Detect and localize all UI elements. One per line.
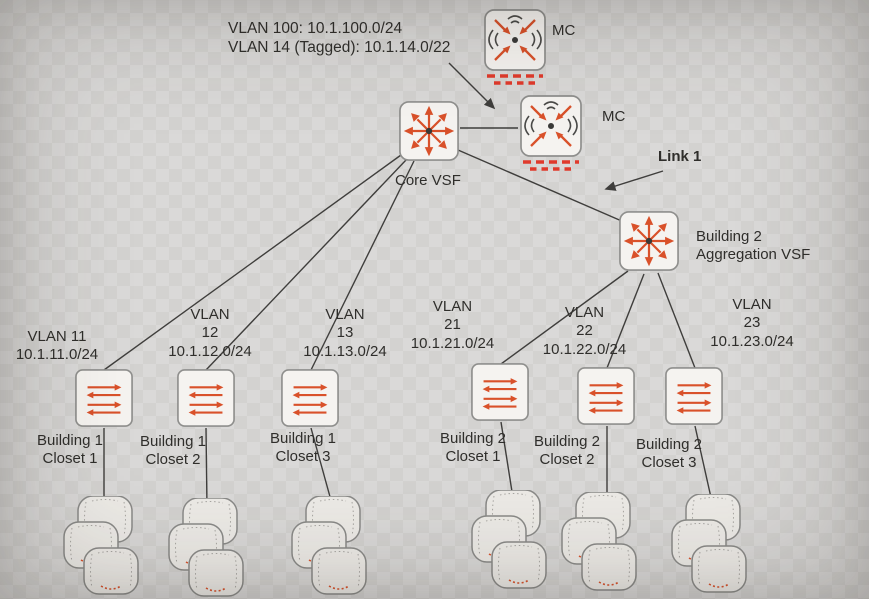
- vlan-label: VLAN 13 10.1.13.0/24: [303, 306, 387, 360]
- access-switch-icon: [576, 366, 636, 426]
- closet-label: Building 1 Closet 3: [270, 430, 336, 466]
- aggregation-switch-label: Building 2 Aggregation VSF: [696, 228, 811, 264]
- link-agg-to-b2c3: [657, 272, 696, 369]
- vlan-label: VLAN 22 10.1.22.0/24: [542, 304, 627, 358]
- ap-stack-icon: [60, 496, 155, 598]
- vlan-annotation: VLAN 100: 10.1.100.0/24 VLAN 14 (Tagged)…: [228, 20, 451, 56]
- link1-label: Link 1: [658, 148, 702, 165]
- access-switch-icon: [280, 368, 340, 428]
- ap-stack-icon: [288, 496, 383, 598]
- vlan-note-arrow: [448, 62, 496, 110]
- access-switch-icon: [664, 366, 724, 426]
- closet-label: Building 2 Closet 1: [440, 430, 506, 466]
- link-core-to-aggregation: [457, 149, 625, 223]
- mobility-controller-1-label: MC: [552, 22, 576, 39]
- closet-label: Building 2 Closet 3: [636, 436, 702, 472]
- link-core-to-b1c3: [310, 160, 415, 371]
- closet-label: Building 2 Closet 2: [534, 433, 600, 469]
- link-b1c2-to-aps: [205, 427, 208, 509]
- link-b2c3-to-aps: [694, 425, 713, 503]
- core-switch-icon: [398, 100, 460, 162]
- link1-arrow: [604, 170, 664, 191]
- link-agg-to-b2c1: [500, 270, 629, 365]
- ap-stack-icon: [668, 494, 763, 596]
- vlan-label: VLAN 12 10.1.12.0/24: [168, 306, 252, 360]
- ap-stack-icon: [558, 492, 653, 594]
- link-b1c3-to-aps: [310, 427, 333, 505]
- link-core-to-b1c2: [205, 159, 407, 371]
- core-switch-label: Core VSF: [395, 172, 461, 189]
- ap-stack-icon: [468, 490, 563, 592]
- vlan-label: VLAN 23 10.1.23.0/24: [710, 296, 794, 350]
- vlan-label: VLAN 11 10.1.11.0/24: [15, 328, 99, 364]
- closet-label: Building 1 Closet 1: [37, 432, 103, 468]
- link-b2c1-to-aps: [500, 421, 514, 499]
- access-switch-icon: [176, 368, 236, 428]
- vlan-label: VLAN 21 10.1.21.0/24: [410, 298, 495, 352]
- ap-stack-icon: [165, 498, 260, 599]
- access-switch-icon: [470, 362, 530, 422]
- link-core-to-b1c1: [103, 154, 402, 371]
- mobility-controller-icon: [518, 92, 584, 174]
- closet-label: Building 1 Closet 2: [140, 433, 206, 469]
- link-agg-to-b2c2: [606, 273, 645, 369]
- access-switch-icon: [74, 368, 134, 428]
- mobility-controller-2-label: MC: [602, 108, 626, 125]
- aggregation-switch-icon: [618, 210, 680, 272]
- mobility-controller-icon: [482, 6, 548, 88]
